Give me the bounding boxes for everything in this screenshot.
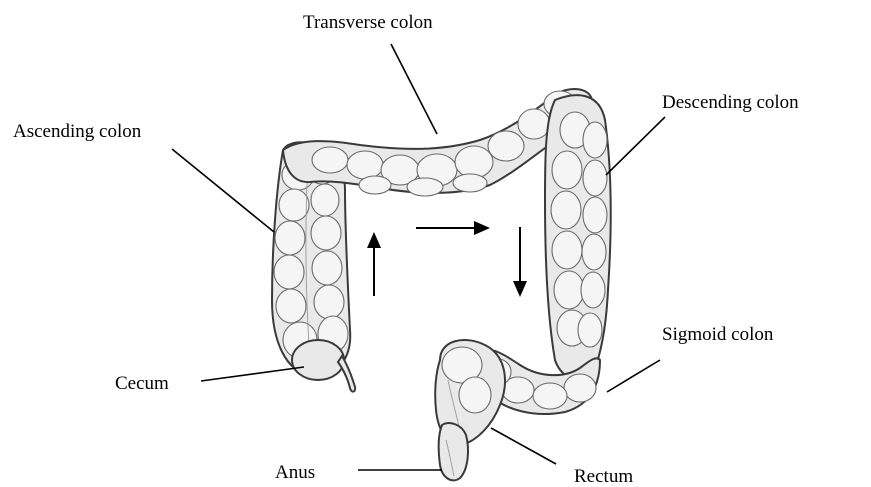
label-descending-colon: Descending colon bbox=[662, 92, 799, 113]
leader-descending-colon bbox=[606, 117, 665, 175]
arrow-down-icon bbox=[513, 227, 527, 297]
colon-illustration bbox=[272, 89, 611, 480]
leader-sigmoid-colon bbox=[607, 360, 660, 392]
label-anus: Anus bbox=[275, 462, 315, 483]
flow-arrows bbox=[367, 221, 527, 297]
labels: Transverse colon Ascending colon Descend… bbox=[13, 12, 799, 487]
leader-ascending-colon bbox=[172, 149, 274, 232]
label-transverse-colon: Transverse colon bbox=[303, 12, 433, 33]
leader-transverse-colon bbox=[391, 44, 437, 134]
leader-cecum bbox=[201, 367, 304, 381]
label-ascending-colon: Ascending colon bbox=[13, 121, 142, 142]
leader-rectum bbox=[491, 428, 556, 464]
label-cecum: Cecum bbox=[115, 373, 169, 394]
arrow-right-icon bbox=[416, 221, 490, 235]
arrow-up-icon bbox=[367, 232, 381, 296]
label-sigmoid-colon: Sigmoid colon bbox=[662, 324, 774, 345]
label-rectum: Rectum bbox=[574, 466, 633, 487]
descending-colon-drawing bbox=[545, 95, 611, 381]
anal-canal-drawing bbox=[439, 423, 468, 480]
